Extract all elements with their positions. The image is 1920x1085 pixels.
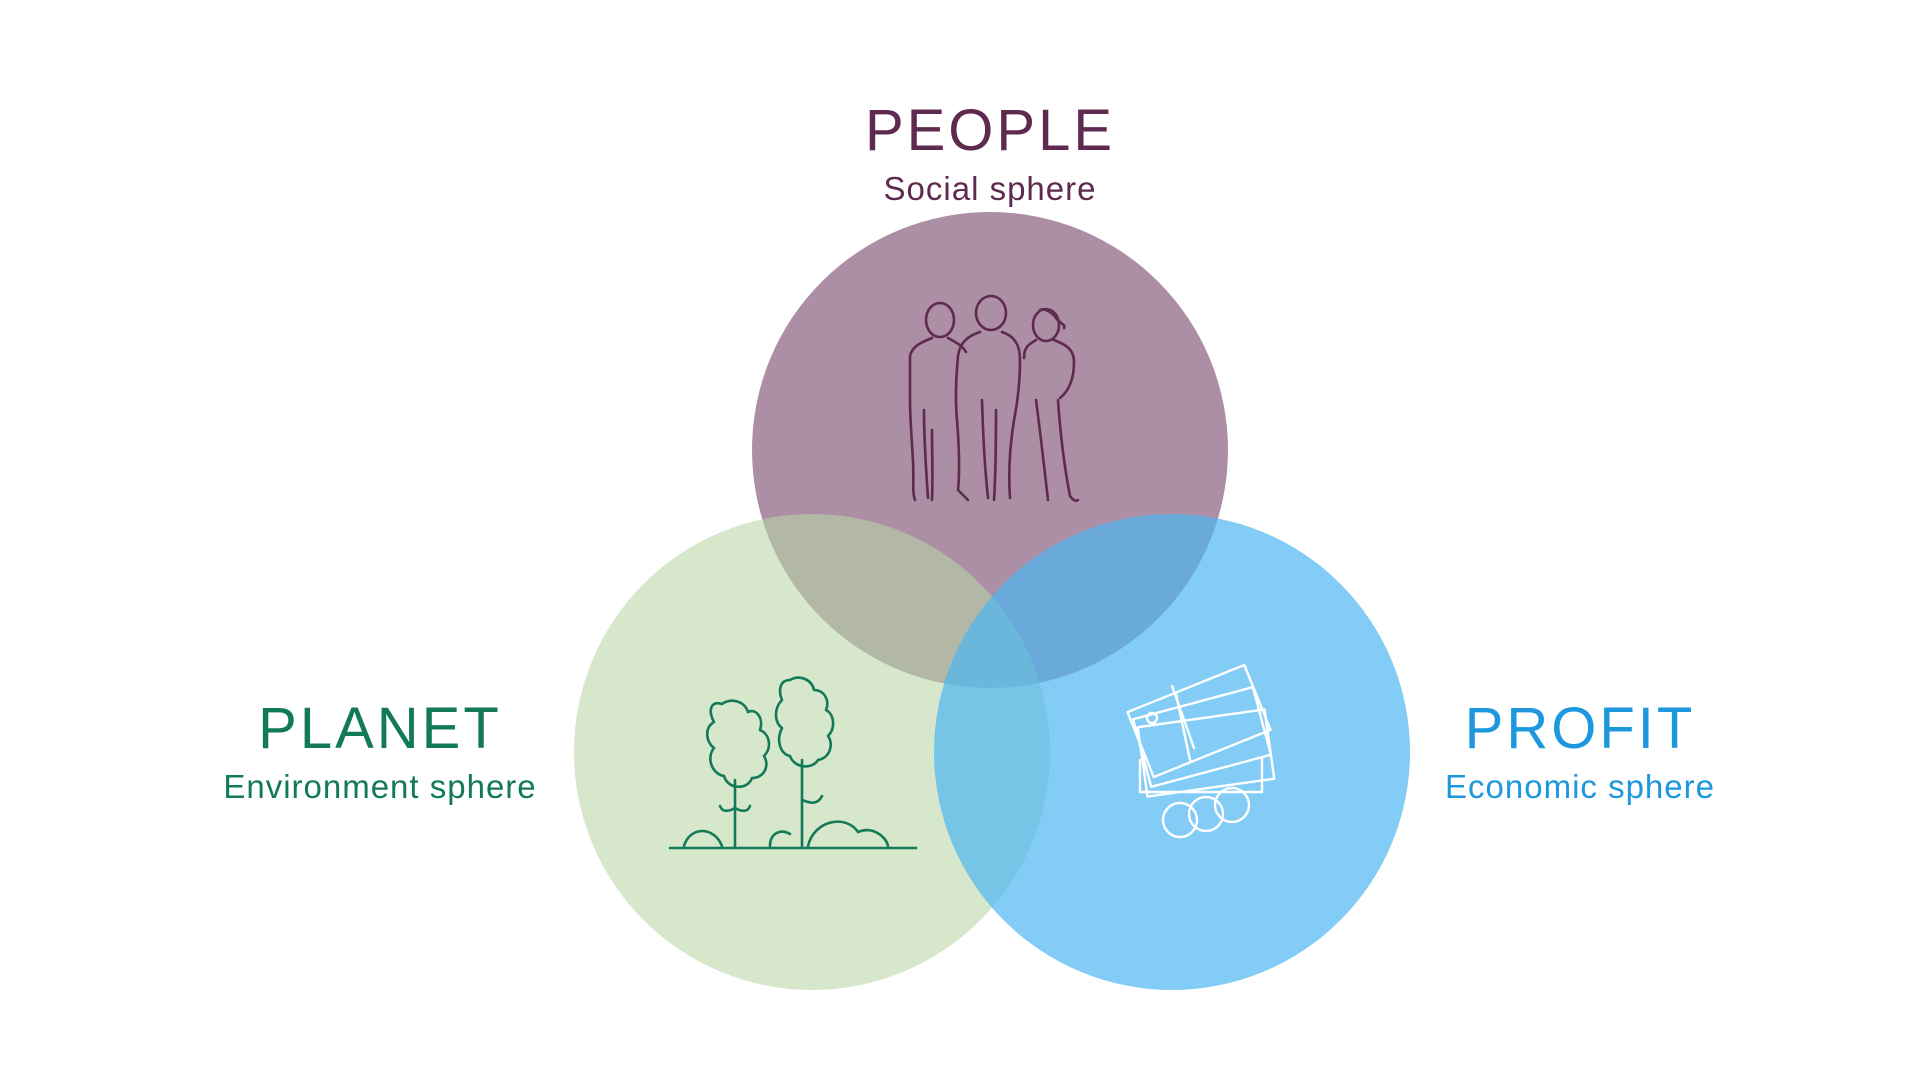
profit-circle [934,514,1410,990]
people-subtitle: Social sphere [883,170,1097,207]
planet-subtitle: Environment sphere [223,768,537,805]
planet-circle [574,514,1050,990]
people-label: PEOPLE Social sphere [800,98,1180,207]
people-group-icon [908,294,1080,503]
money-icon [1126,663,1276,839]
planet-label: PLANET Environment sphere [180,696,580,805]
profit-title: PROFIT [1464,696,1696,761]
profit-subtitle: Economic sphere [1445,768,1715,805]
profit-label: PROFIT Economic sphere [1390,696,1770,805]
people-title: PEOPLE [864,98,1116,163]
planet-title: PLANET [258,696,502,761]
trees-icon [668,676,918,850]
